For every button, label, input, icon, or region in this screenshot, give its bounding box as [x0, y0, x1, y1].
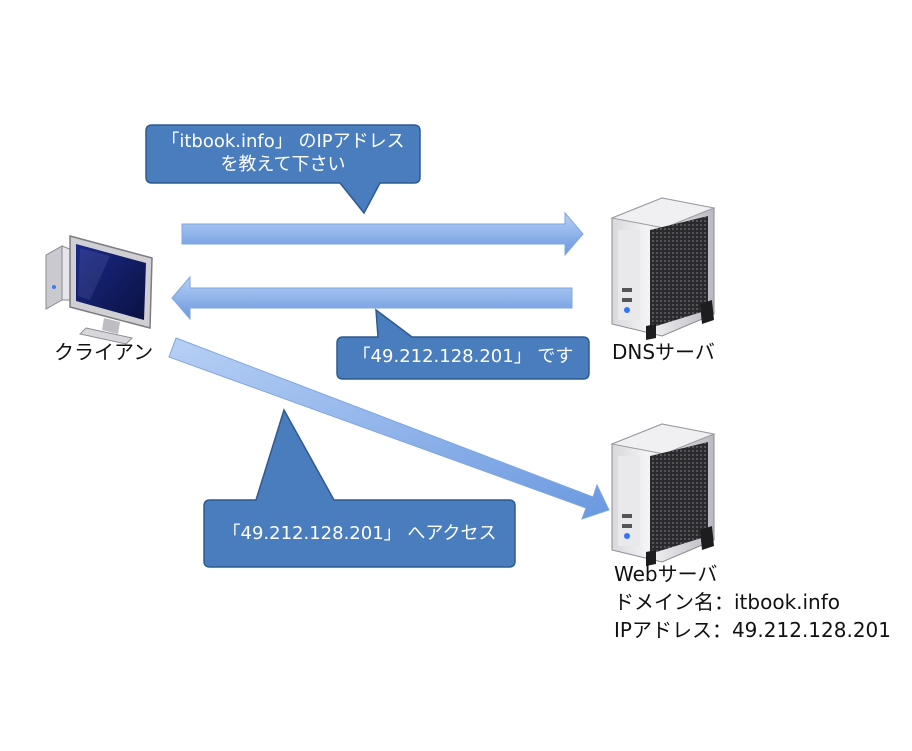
client-label: クライアン [54, 340, 154, 364]
web-server-domain: ドメイン名：itbook.info [614, 590, 841, 614]
callout-query [145, 124, 421, 215]
server-tower-icon [610, 197, 716, 340]
callout-answer-text: 「49.212.128.201」 です [352, 346, 574, 367]
callout-answer [336, 308, 590, 380]
callout-access-text: 「49.212.128.201」 へアクセス [222, 523, 497, 544]
arrow-answer-to-client [171, 275, 573, 321]
dns-server-label: DNSサーバ [612, 340, 715, 364]
callout-query-line1: 「itbook.info」 のIPアドレス [161, 131, 405, 152]
arrow-query-to-dns [181, 211, 584, 257]
callout-access [203, 408, 516, 568]
web-server-label: Webサーバ [614, 562, 718, 586]
callout-query-line2: を教えて下さい [220, 154, 346, 175]
server-tower-icon [610, 423, 716, 566]
arrow-access-to-web [168, 337, 610, 520]
web-server-ip: IPアドレス：49.212.128.201 [614, 618, 892, 642]
desktop-computer-icon [45, 235, 153, 345]
